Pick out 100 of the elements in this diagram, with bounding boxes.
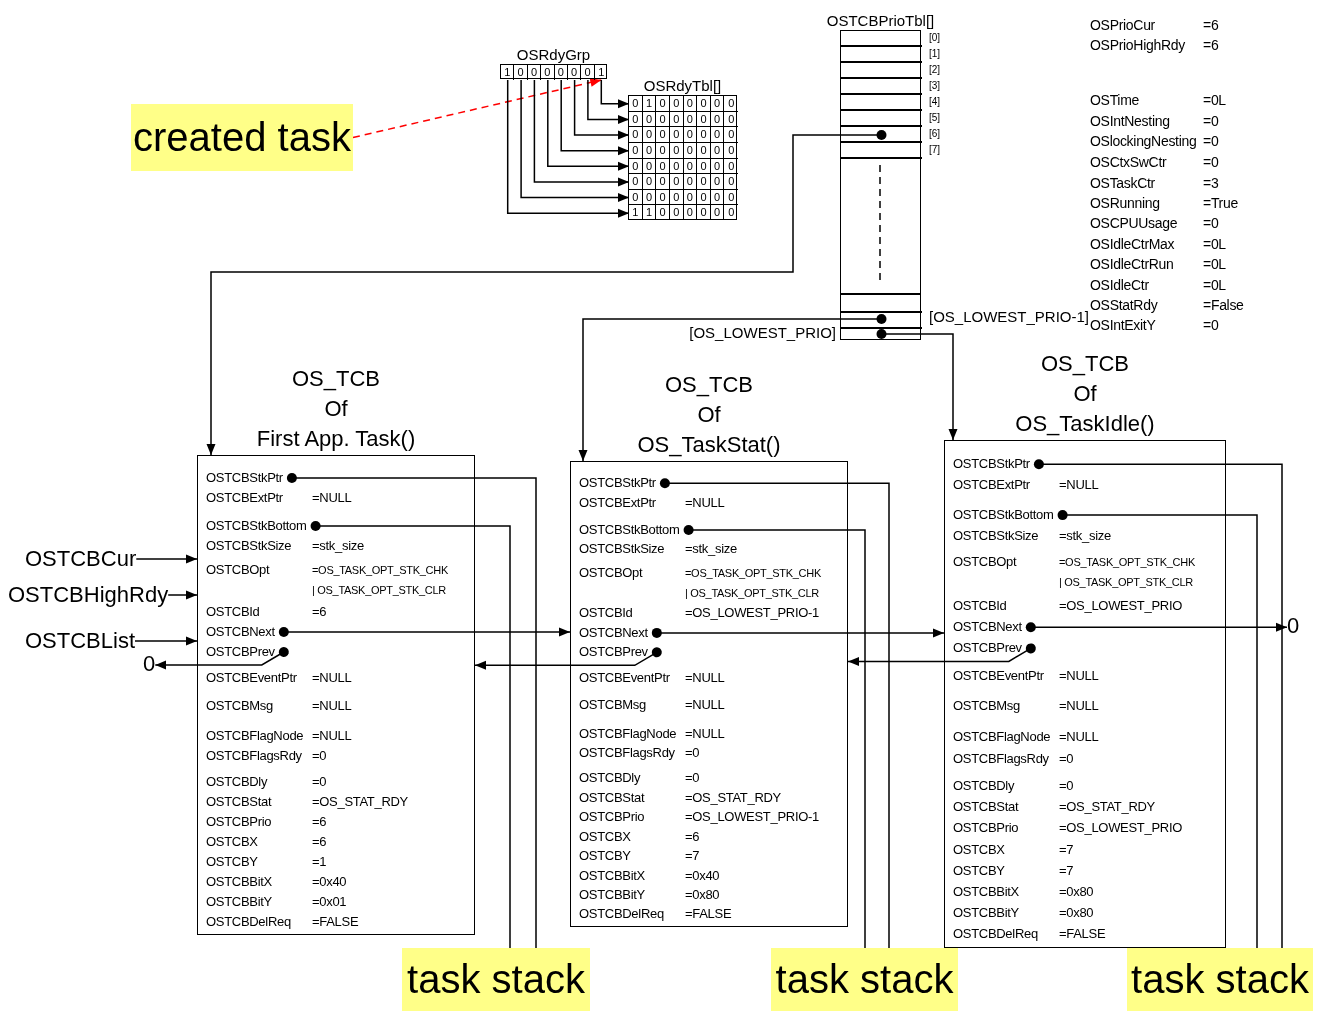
bit-cell-text: 0 bbox=[727, 111, 736, 127]
field-value: =NULL bbox=[685, 724, 725, 743]
field-value: =6 bbox=[312, 833, 327, 851]
field-value: =0x80 bbox=[685, 886, 720, 904]
field-value: =OS_STAT_RDY bbox=[312, 793, 408, 811]
field-name: OSTCBFlagNode bbox=[953, 729, 1051, 745]
bit-cell: 1 bbox=[642, 205, 657, 220]
field-name: OSTCBStkPtr bbox=[579, 475, 656, 491]
tcb-heading: OS_TCB bbox=[292, 365, 380, 393]
table-row bbox=[629, 111, 738, 128]
variable-name: OSRunning bbox=[1090, 194, 1160, 212]
pointer-arrow bbox=[154, 647, 289, 670]
variable-value: =0L bbox=[1203, 91, 1226, 109]
bit-cell: 0 bbox=[656, 189, 670, 205]
field-name: OSTCBBitX bbox=[579, 867, 645, 883]
field-name: OSTCBId bbox=[953, 598, 1007, 614]
bit-cell: 0 bbox=[697, 96, 711, 111]
bit-cell: 0 bbox=[669, 111, 684, 127]
pointer-label: OSTCBCur bbox=[25, 546, 137, 572]
bit-cell: 0 bbox=[710, 205, 725, 220]
field-name: OSTCBFlagsRdy bbox=[953, 750, 1049, 766]
bit-cell: 0 bbox=[656, 96, 670, 111]
bit-cell: 0 bbox=[629, 174, 643, 189]
field-value: =0 bbox=[312, 773, 327, 791]
bit-cell: 0 bbox=[697, 205, 711, 220]
field-name: OSTCBDelReq bbox=[953, 926, 1038, 942]
variable-value: =True bbox=[1203, 194, 1238, 212]
bit-cell: 0 bbox=[527, 65, 542, 80]
pointer-arrow bbox=[278, 627, 571, 637]
arrow bbox=[520, 79, 630, 203]
field-name: OSTCBDelReq bbox=[579, 906, 664, 922]
field-name: OSTCBX bbox=[579, 828, 631, 844]
bit-cell: 0 bbox=[629, 142, 643, 158]
index-label: [5] bbox=[929, 112, 941, 123]
table-title: OSRdyGrp bbox=[516, 46, 591, 64]
field-name: OSTCBFlagNode bbox=[206, 728, 304, 743]
variable-value: =False bbox=[1203, 296, 1244, 314]
bit-cell: 1 bbox=[642, 96, 657, 111]
bit-cell: 0 bbox=[541, 65, 555, 80]
field-value: =0 bbox=[685, 744, 700, 763]
field-value: =NULL bbox=[685, 695, 725, 714]
bit-cell: 0 bbox=[567, 65, 582, 80]
bit-cell: 0 bbox=[683, 96, 698, 111]
bit-cell: 0 bbox=[642, 158, 657, 174]
field-name: OSTCBBitX bbox=[206, 874, 272, 889]
field-name: OSTCBExtPtr bbox=[206, 490, 283, 505]
index-label: [0] bbox=[929, 32, 941, 43]
field-value: =stk_size bbox=[312, 537, 364, 555]
bit-cell: 0 bbox=[656, 111, 670, 127]
bit-cell: 0 bbox=[642, 189, 657, 205]
bit-cell-text: 0 bbox=[727, 158, 736, 174]
bit-cell: 0 bbox=[697, 174, 711, 189]
field-name: OSTCBStkPtr bbox=[953, 456, 1030, 472]
field-name: OSTCBOpt bbox=[206, 562, 270, 577]
bit-cell: 0 bbox=[697, 142, 711, 158]
variable-name: OSIdleCtr bbox=[1090, 276, 1149, 294]
field-name: OSTCBEventPtr bbox=[206, 670, 297, 685]
note-text: task stack bbox=[1131, 957, 1309, 1002]
field-value: =OS_LOWEST_PRIO bbox=[1059, 819, 1182, 838]
field-value: =6 bbox=[312, 813, 327, 831]
field-name: OSTCBPrio bbox=[579, 809, 645, 825]
bit-cell: 0 bbox=[514, 65, 528, 80]
field-value: =OS_STAT_RDY bbox=[685, 788, 781, 807]
pointer-arrow bbox=[1025, 622, 1288, 633]
bit-cell: 1 bbox=[594, 65, 608, 80]
field-name: OSTCBStat bbox=[579, 789, 645, 805]
field-name: OSTCBMsg bbox=[579, 696, 646, 712]
pointer-label: OSTCBList bbox=[25, 628, 136, 654]
variable-name: OSIntExitY bbox=[1090, 316, 1156, 334]
field-value: =0 bbox=[1059, 777, 1074, 795]
bit-cell: 0 bbox=[629, 158, 643, 174]
field-name: OSTCBPrev bbox=[579, 644, 648, 660]
field-name: OSTCBId bbox=[206, 604, 260, 619]
field-name: OSTCBDelReq bbox=[206, 914, 291, 929]
field-name: OSTCBId bbox=[579, 605, 633, 621]
bit-cell: 1 bbox=[501, 65, 515, 80]
field-name: OSTCBX bbox=[206, 834, 258, 849]
field-name: OSTCBStat bbox=[953, 799, 1019, 815]
bit-cell: 0 bbox=[629, 96, 643, 111]
field-name: OSTCBNext bbox=[206, 624, 275, 639]
arrow bbox=[547, 79, 630, 171]
variable-value: =0 bbox=[1203, 316, 1219, 334]
bit-cell: 0 bbox=[642, 127, 657, 142]
variable-name: OSCtxSwCtr bbox=[1090, 153, 1167, 171]
arrow bbox=[573, 79, 630, 140]
bit-cell: 0 bbox=[656, 174, 670, 189]
field-value: =NULL bbox=[1059, 728, 1099, 747]
variable-name: OSCPUUsage bbox=[1090, 214, 1178, 232]
variable-value: =0 bbox=[1203, 214, 1219, 232]
field-value: =OS_LOWEST_PRIO-1 bbox=[685, 808, 819, 827]
field-name: OSTCBEventPtr bbox=[579, 669, 670, 685]
bit-cell: 0 bbox=[669, 127, 684, 142]
tcb-heading: Of bbox=[1073, 380, 1097, 408]
variable-name: OSIdleCtrMax bbox=[1090, 235, 1175, 253]
field-value: =FALSE bbox=[685, 905, 732, 924]
bit-cell: 0 bbox=[683, 127, 698, 142]
field-value: =6 bbox=[685, 827, 700, 846]
field-name: OSTCBStkBottom bbox=[206, 518, 307, 533]
variable-name: OSIdleCtrRun bbox=[1090, 255, 1174, 273]
field-name: OSTCBY bbox=[953, 862, 1005, 878]
